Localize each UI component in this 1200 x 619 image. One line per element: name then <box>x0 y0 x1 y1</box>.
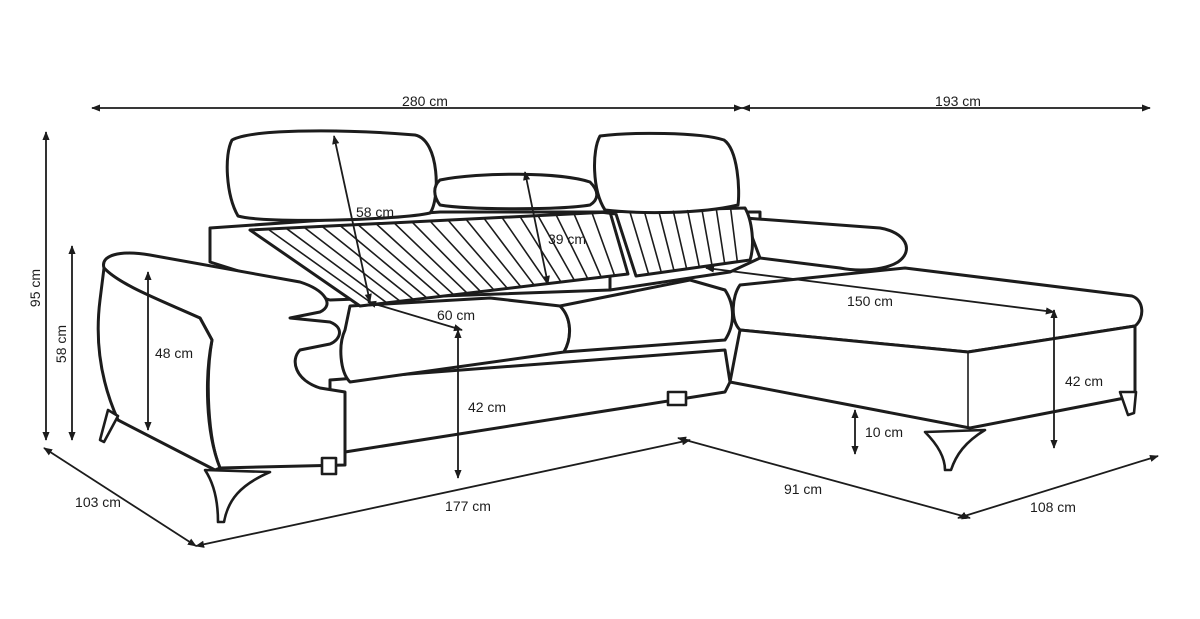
label-back-height: 58 cm <box>53 325 69 363</box>
quilting-line <box>555 213 589 280</box>
label-chaise-side: 108 cm <box>1030 499 1076 515</box>
quilting-line <box>686 209 701 268</box>
label-seat-depth: 60 cm <box>437 307 475 323</box>
quilting-line <box>429 220 495 291</box>
quilting-line <box>375 222 455 296</box>
quilting-line <box>393 222 469 295</box>
label-front-length: 177 cm <box>445 498 491 514</box>
label-chaise-seat-length: 150 cm <box>847 293 893 309</box>
dimension-lines <box>42 104 1159 548</box>
quilting-line <box>701 209 713 267</box>
quilting-line <box>447 219 509 290</box>
quilting-line <box>411 221 482 293</box>
quilting-line <box>729 207 739 263</box>
quilting-line <box>672 210 688 270</box>
quilting-line <box>629 212 650 276</box>
label-armrest-height: 48 cm <box>155 345 193 361</box>
quilting-line <box>643 211 663 274</box>
label-seat-height: 42 cm <box>468 399 506 415</box>
dimension-labels: 280 cm 193 cm 95 cm 58 cm 48 cm 58 cm 39… <box>27 93 1103 515</box>
quilting-line <box>658 211 675 272</box>
sofa-outline <box>96 129 1144 524</box>
label-headrest-raise: 39 cm <box>548 231 586 247</box>
label-total-height: 95 cm <box>27 269 43 307</box>
quilting-line <box>591 212 616 277</box>
quilting-line <box>573 213 603 279</box>
quilting-line <box>715 208 726 265</box>
label-chaise-depth-total: 193 cm <box>935 93 981 109</box>
label-headrest-adjust: 58 cm <box>356 204 394 220</box>
label-leg-height: 10 cm <box>865 424 903 440</box>
quilting-line <box>465 218 522 288</box>
label-chaise-front: 91 cm <box>784 481 822 497</box>
label-chaise-height: 42 cm <box>1065 373 1103 389</box>
label-total-length: 280 cm <box>402 93 448 109</box>
label-depth: 103 cm <box>75 494 121 510</box>
